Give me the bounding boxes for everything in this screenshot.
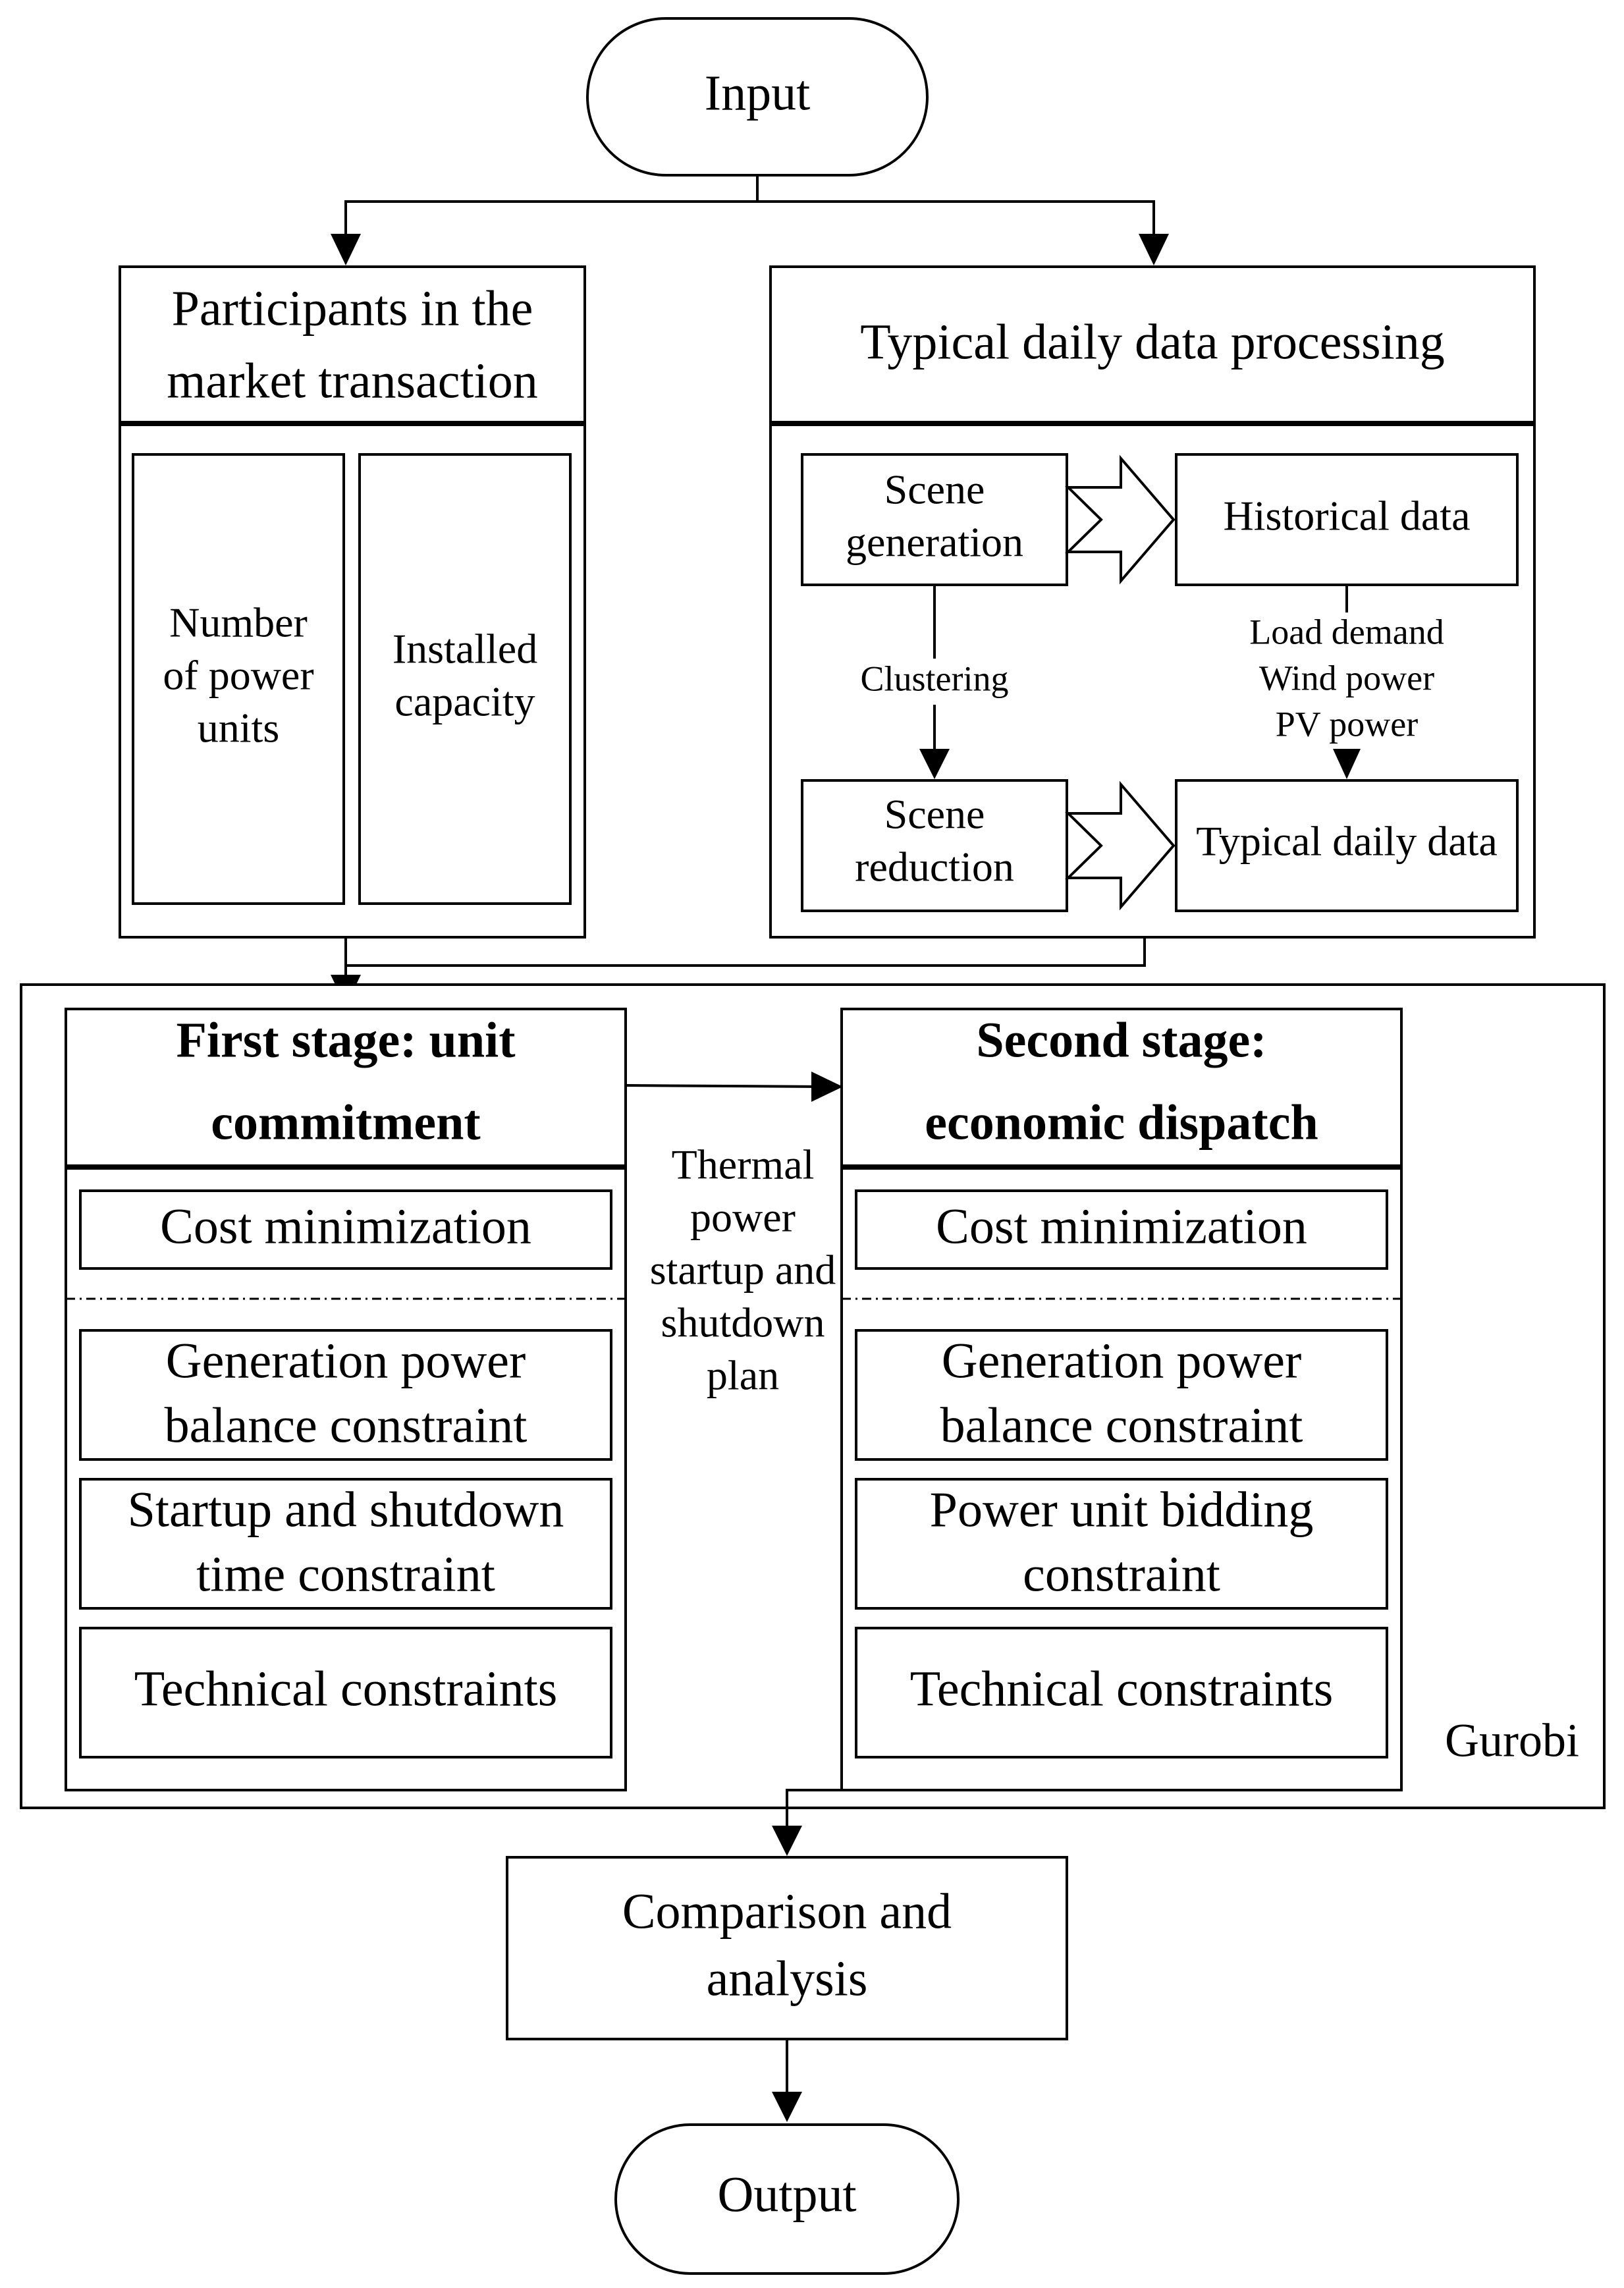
input-label: Input bbox=[705, 65, 810, 121]
first-stage-title-line1: First stage: unit bbox=[176, 1012, 515, 1068]
typical-daily-data-label: Typical daily data bbox=[1196, 818, 1498, 865]
output-terminal: Output bbox=[614, 2123, 960, 2275]
first-stage-panel: First stage: unit commitment Cost minimi… bbox=[65, 1008, 627, 1791]
second-stage-panel: Second stage: economic dispatch Cost min… bbox=[840, 1008, 1403, 1791]
first-stage-objective-label: Cost minimization bbox=[160, 1199, 531, 1254]
participants-title-line1: Participants in the bbox=[172, 281, 533, 336]
scene-reduction-box: Scene reduction bbox=[801, 779, 1068, 912]
startup-shutdown-time-constraint-box: Startup and shutdown time constraint bbox=[79, 1478, 612, 1610]
data-types-connector: Load demand Wind power PV power bbox=[1249, 585, 1444, 779]
second-stage-balance-line1: Generation power bbox=[942, 1333, 1302, 1388]
bidding-constraint-line2: constraint bbox=[1023, 1546, 1220, 1602]
pv-power-label: PV power bbox=[1276, 704, 1419, 744]
transfer-line5: plan bbox=[707, 1352, 779, 1399]
scene-generation-line2: generation bbox=[846, 519, 1023, 566]
historical-data-box: Historical data bbox=[1175, 453, 1519, 586]
second-stage-balance-constraint-box: Generation power balance constraint bbox=[855, 1329, 1388, 1461]
input-connectors bbox=[331, 175, 1169, 265]
first-stage-balance-line1: Generation power bbox=[166, 1333, 526, 1388]
comparison-connector bbox=[772, 1789, 842, 1856]
first-stage-balance-constraint-box: Generation power balance constraint bbox=[79, 1329, 612, 1461]
gurobi-label: Gurobi bbox=[1445, 1714, 1579, 1767]
transfer-line1: Thermal bbox=[672, 1141, 815, 1188]
capacity-line2: capacity bbox=[394, 678, 535, 725]
bidding-constraint-line1: Power unit bidding bbox=[930, 1482, 1314, 1537]
bidding-constraint-box: Power unit bidding constraint bbox=[855, 1478, 1388, 1610]
comparison-box: Comparison and analysis bbox=[506, 1856, 1068, 2040]
first-stage-technical-constraints-box: Technical constraints bbox=[79, 1627, 612, 1758]
second-stage-objective-box: Cost minimization bbox=[855, 1189, 1388, 1270]
participants-title-line2: market transaction bbox=[167, 353, 537, 408]
clustering-connector: Clustering bbox=[850, 585, 1019, 779]
comparison-line1: Comparison and bbox=[622, 1884, 952, 1939]
number-of-power-units-box: Number of power units bbox=[132, 453, 345, 905]
participants-panel: Participants in the market transaction N… bbox=[119, 265, 586, 939]
capacity-line1: Installed bbox=[392, 626, 537, 672]
second-stage-technical-constraints-box: Technical constraints bbox=[855, 1627, 1388, 1758]
scene-reduction-line2: reduction bbox=[855, 844, 1014, 890]
typical-daily-data-box: Typical daily data bbox=[1175, 779, 1519, 912]
historical-data-label: Historical data bbox=[1224, 493, 1471, 539]
startup-shutdown-line1: Startup and shutdown bbox=[128, 1482, 564, 1537]
clustering-label: Clustering bbox=[861, 659, 1009, 698]
wind-power-label: Wind power bbox=[1259, 658, 1434, 697]
second-stage-title-line1: Second stage: bbox=[976, 1012, 1266, 1068]
second-stage-objective-label: Cost minimization bbox=[936, 1199, 1307, 1254]
units-line3: units bbox=[198, 705, 279, 751]
units-line2: of power bbox=[163, 652, 313, 699]
units-line1: Number bbox=[169, 599, 308, 646]
hollow-arrow-icon bbox=[1065, 780, 1176, 911]
transfer-line3: startup and bbox=[650, 1247, 836, 1294]
transfer-line4: shutdown bbox=[661, 1299, 825, 1346]
hollow-arrow-icon bbox=[1065, 454, 1176, 585]
stage-transfer-connector: Thermal power startup and shutdown plan bbox=[625, 1072, 843, 1399]
second-stage-technical-label: Technical constraints bbox=[910, 1661, 1334, 1716]
startup-shutdown-line2: time constraint bbox=[196, 1546, 495, 1602]
second-stage-title-line2: economic dispatch bbox=[925, 1095, 1318, 1150]
scene-generation-box: Scene generation bbox=[801, 453, 1068, 586]
installed-capacity-box: Installed capacity bbox=[358, 453, 572, 905]
scene-generation-line1: Scene bbox=[884, 466, 985, 513]
first-stage-balance-line2: balance constraint bbox=[165, 1398, 528, 1453]
output-connector bbox=[772, 2039, 802, 2122]
output-label: Output bbox=[717, 2167, 856, 2222]
first-stage-objective-box: Cost minimization bbox=[79, 1189, 612, 1270]
transfer-line2: power bbox=[690, 1194, 796, 1241]
processing-title: Typical daily data processing bbox=[860, 314, 1444, 369]
load-demand-label: Load demand bbox=[1249, 612, 1444, 651]
processing-panel: Typical daily data processing Scene gene… bbox=[769, 265, 1536, 939]
second-stage-balance-line2: balance constraint bbox=[940, 1398, 1303, 1453]
first-stage-title-line2: commitment bbox=[211, 1095, 480, 1150]
first-stage-technical-label: Technical constraints bbox=[134, 1661, 558, 1716]
scene-reduction-line1: Scene bbox=[884, 791, 985, 838]
comparison-line2: analysis bbox=[707, 1951, 868, 2006]
input-terminal: Input bbox=[586, 17, 929, 177]
